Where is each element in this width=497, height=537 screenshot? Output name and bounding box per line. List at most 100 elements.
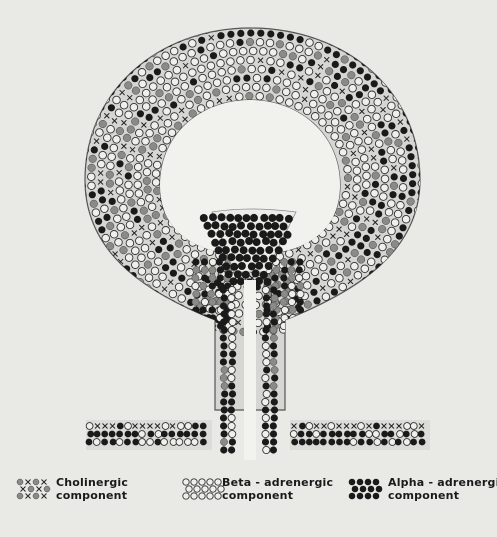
beta-receptor-dot <box>263 358 270 365</box>
alpha-receptor-dot <box>359 431 366 438</box>
cross-hatch-swatch-icon <box>17 479 50 499</box>
beta-receptor-dot <box>165 71 173 79</box>
beta-receptor-dot <box>228 310 235 317</box>
alpha-receptor-dot <box>243 254 251 262</box>
alpha-receptor-dot <box>220 398 227 405</box>
beta-receptor-dot <box>199 74 207 82</box>
beta-receptor-dot <box>88 173 96 181</box>
chol-receptor-dot <box>246 38 254 46</box>
beta-receptor-dot <box>368 123 376 131</box>
alpha-receptor-dot <box>182 316 189 323</box>
beta-receptor-dot <box>204 82 212 90</box>
alpha-receptor-dot <box>233 75 240 82</box>
alpha-receptor-dot <box>377 87 384 94</box>
alpha-receptor-dot <box>406 144 413 151</box>
chol-receptor-dot <box>222 22 230 30</box>
alpha-receptor-dot <box>308 59 315 66</box>
beta-receptor-dot <box>313 431 320 438</box>
alpha-receptor-dot <box>227 31 234 38</box>
chol-receptor-dot <box>146 63 154 71</box>
beta-receptor-dot <box>173 66 181 74</box>
beta-receptor-dot <box>373 431 380 438</box>
beta-receptor-dot <box>116 187 124 195</box>
alpha-receptor-dot <box>132 439 139 446</box>
alpha-receptor-dot <box>371 80 378 87</box>
chol-receptor-dot <box>88 164 96 172</box>
beta-receptor-dot <box>291 25 299 33</box>
beta-receptor-dot <box>256 38 264 46</box>
alpha-receptor-dot <box>228 446 235 453</box>
alpha-receptor-dot <box>271 350 278 357</box>
chol-receptor-dot <box>150 143 158 151</box>
chol-receptor-dot <box>125 82 133 90</box>
alpha-receptor-dot <box>331 82 338 89</box>
beta-receptor-dot <box>368 105 376 113</box>
legend-beta-line2: component <box>222 489 333 502</box>
beta-receptor-dot <box>195 86 203 94</box>
chol-receptor-dot <box>33 493 39 499</box>
alpha-receptor-dot <box>250 214 258 222</box>
alpha-receptor-dot <box>220 342 227 349</box>
beta-receptor-dot <box>155 303 163 311</box>
beta-receptor-dot <box>115 239 123 247</box>
beta-receptor-dot <box>353 167 361 175</box>
beta-receptor-dot <box>139 431 146 438</box>
beta-receptor-dot <box>311 113 319 121</box>
alpha-receptor-dot <box>209 314 216 321</box>
beta-receptor-dot <box>149 83 157 91</box>
alpha-receptor-dot <box>253 238 261 246</box>
beta-receptor-dot <box>306 260 314 268</box>
alpha-receptor-dot <box>218 213 226 221</box>
beta-receptor-dot <box>365 137 373 145</box>
chol-receptor-dot <box>125 163 133 171</box>
cholinergic-receptor-mark <box>353 298 358 303</box>
chol-receptor-dot <box>272 22 280 30</box>
beta-receptor-dot <box>381 175 389 183</box>
chol-receptor-dot <box>89 155 97 163</box>
chol-receptor-dot <box>359 223 367 231</box>
alpha-receptor-dot <box>306 439 313 446</box>
beta-receptor-dot <box>153 280 161 288</box>
alpha-receptor-dot <box>178 275 185 282</box>
beta-receptor-dot <box>149 96 157 104</box>
chol-receptor-dot <box>131 118 139 126</box>
chol-receptor-dot <box>357 256 365 264</box>
beta-receptor-dot <box>306 39 314 47</box>
chol-receptor-dot <box>270 326 277 333</box>
alpha-receptor-dot <box>297 36 304 43</box>
chol-receptor-dot <box>152 211 160 219</box>
alpha-receptor-dot <box>229 438 236 445</box>
beta-receptor-dot <box>397 148 405 156</box>
beta-receptor-dot <box>323 76 331 84</box>
beta-receptor-dot <box>162 52 170 60</box>
alpha-receptor-dot <box>369 270 376 277</box>
alpha-receptor-dot <box>310 289 317 296</box>
beta-receptor-dot <box>120 204 128 212</box>
beta-receptor-dot <box>322 239 330 247</box>
alpha-receptor-dot <box>184 288 191 295</box>
beta-receptor-dot <box>110 231 118 239</box>
alpha-receptor-dot <box>320 439 327 446</box>
beta-receptor-dot <box>185 439 192 446</box>
alpha-receptor-dot <box>299 423 306 430</box>
alpha-receptor-dot <box>148 431 155 438</box>
beta-receptor-dot <box>388 200 396 208</box>
beta-receptor-dot <box>345 106 353 114</box>
alpha-receptor-dot <box>177 431 184 438</box>
beta-receptor-dot <box>293 82 301 90</box>
alpha-receptor-dot <box>365 479 372 486</box>
beta-receptor-dot <box>331 93 339 101</box>
beta-receptor-dot <box>116 439 123 446</box>
alpha-receptor-dot <box>164 308 171 315</box>
beta-receptor-dot <box>155 431 162 438</box>
beta-receptor-dot <box>315 256 323 264</box>
beta-receptor-dot <box>213 79 221 87</box>
alpha-receptor-dot <box>268 214 276 222</box>
beta-receptor-dot <box>398 157 406 165</box>
beta-receptor-dot <box>178 295 186 303</box>
beta-receptor-dot <box>130 103 138 111</box>
chol-receptor-dot <box>209 274 216 281</box>
alpha-receptor-dot <box>334 73 341 80</box>
beta-receptor-dot <box>381 166 389 174</box>
chol-receptor-dot <box>276 41 284 49</box>
